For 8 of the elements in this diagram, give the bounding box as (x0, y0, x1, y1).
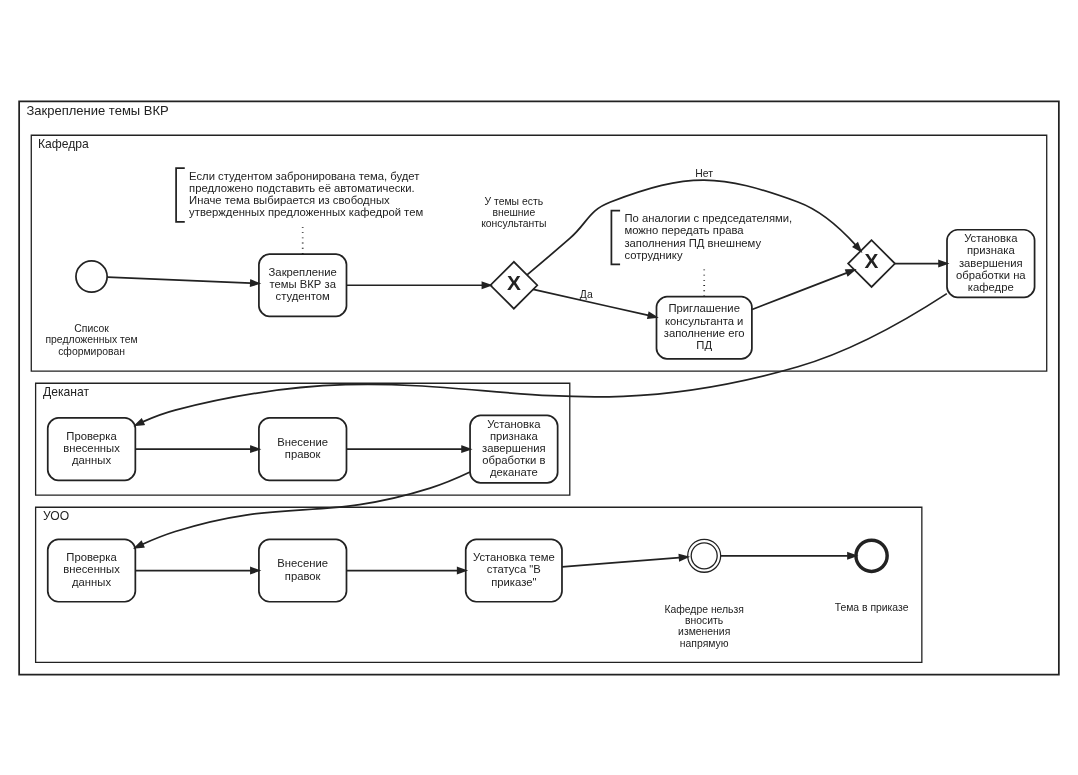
edge-label: Да (579, 288, 593, 300)
node-text: Если студентом забронирована тема, будет предложено подставить её автоматически. Иначе тема выбирается из свободных утвержденных предложенных кафедрой тем (189, 169, 424, 218)
node-label: Список предложенных тем сформирован (45, 322, 138, 357)
node-label: Кафедре нельзя вносить изменения напрямую (664, 603, 744, 648)
edge-label: Нет (695, 167, 714, 179)
node-label: Тема в приказе (834, 601, 909, 613)
node-text: По аналогии с председателями, можно передать права заполнения ПД внешнему сотруднику (624, 211, 793, 261)
node-label: У темы есть внешние консультанты (481, 195, 547, 229)
